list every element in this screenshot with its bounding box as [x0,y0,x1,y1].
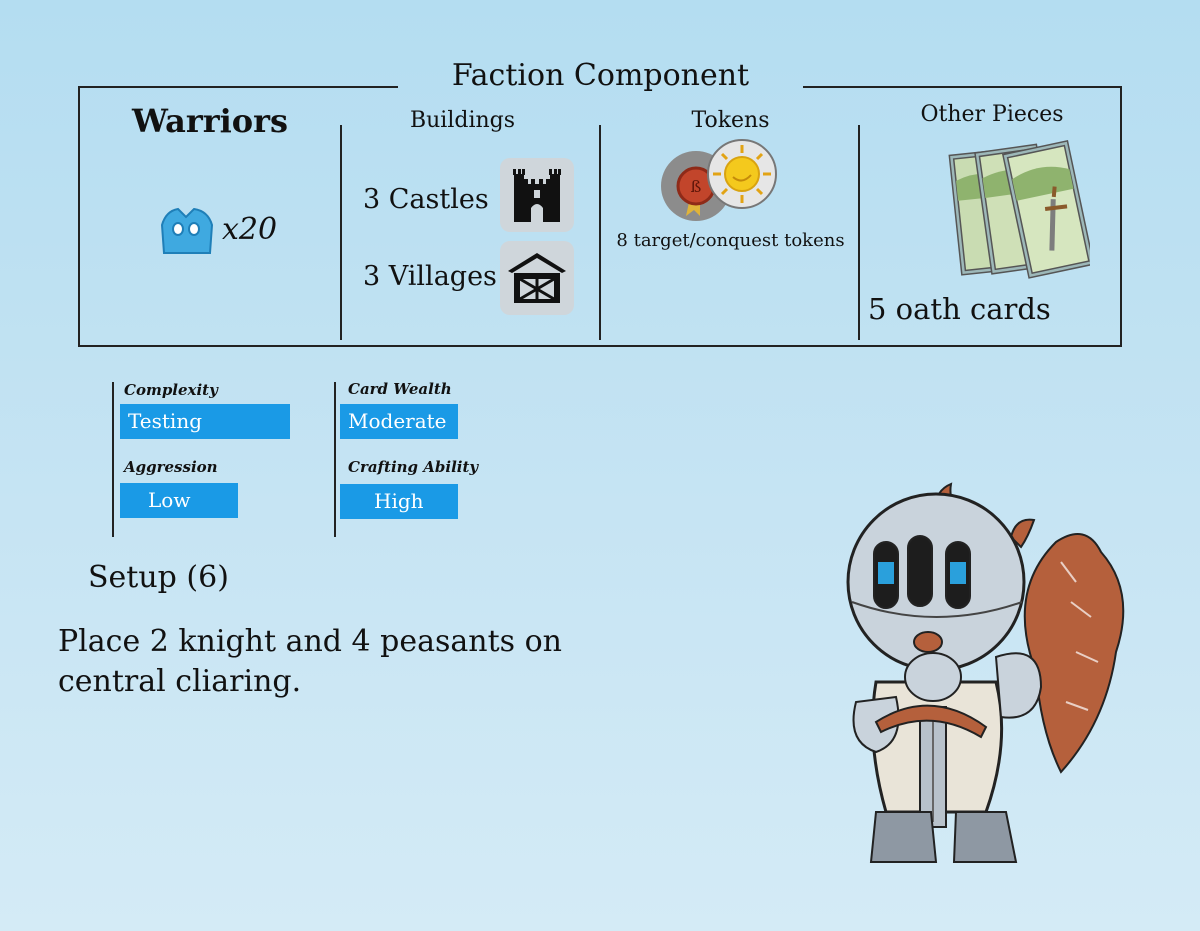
other-pieces-title: Other Pieces [920,102,1064,127]
castle-icon [500,158,574,232]
column-divider [858,125,860,340]
gold-sun-token-icon [707,139,777,209]
villages-label: 3 Villages [363,261,497,292]
oath-cards-caption: 5 oath cards [868,292,1051,326]
card-wealth-label: Card Wealth [348,380,452,398]
panel-border-left [78,86,398,88]
faction-component-panel [78,86,1122,347]
setup-title: Setup (6) [88,560,229,595]
village-barn-icon [500,241,574,315]
buildings-title: Buildings [409,108,516,133]
tokens-caption: 8 target/conquest tokens [616,230,845,251]
tokens-title: Tokens [691,108,770,133]
warriors-title: Warriors [132,102,288,140]
complexity-label: Complexity [124,381,218,399]
crafting-ability-label: Crafting Ability [348,458,479,476]
column-divider [599,125,601,340]
svg-text:ß: ß [691,177,702,196]
setup-instructions: Place 2 knight and 4 peasants on central… [58,624,562,699]
complexity-value: Testing [120,404,290,439]
panel-title: Faction Component [451,58,750,93]
card-wealth-value: Moderate [340,404,458,439]
aggression-value: Low [120,483,238,518]
warrior-meeple-icon [158,205,216,255]
stats-divider [112,382,114,537]
panel-border-right [803,86,1120,88]
column-divider [340,125,342,340]
armored-squirrel-knight-icon [836,482,1166,867]
stats-divider [334,382,336,537]
oath-card-sword-icon [945,138,1095,280]
warrior-count: x20 [222,212,278,247]
aggression-label: Aggression [124,458,218,476]
crafting-ability-value: High [340,484,458,519]
castles-label: 3 Castles [363,184,489,215]
